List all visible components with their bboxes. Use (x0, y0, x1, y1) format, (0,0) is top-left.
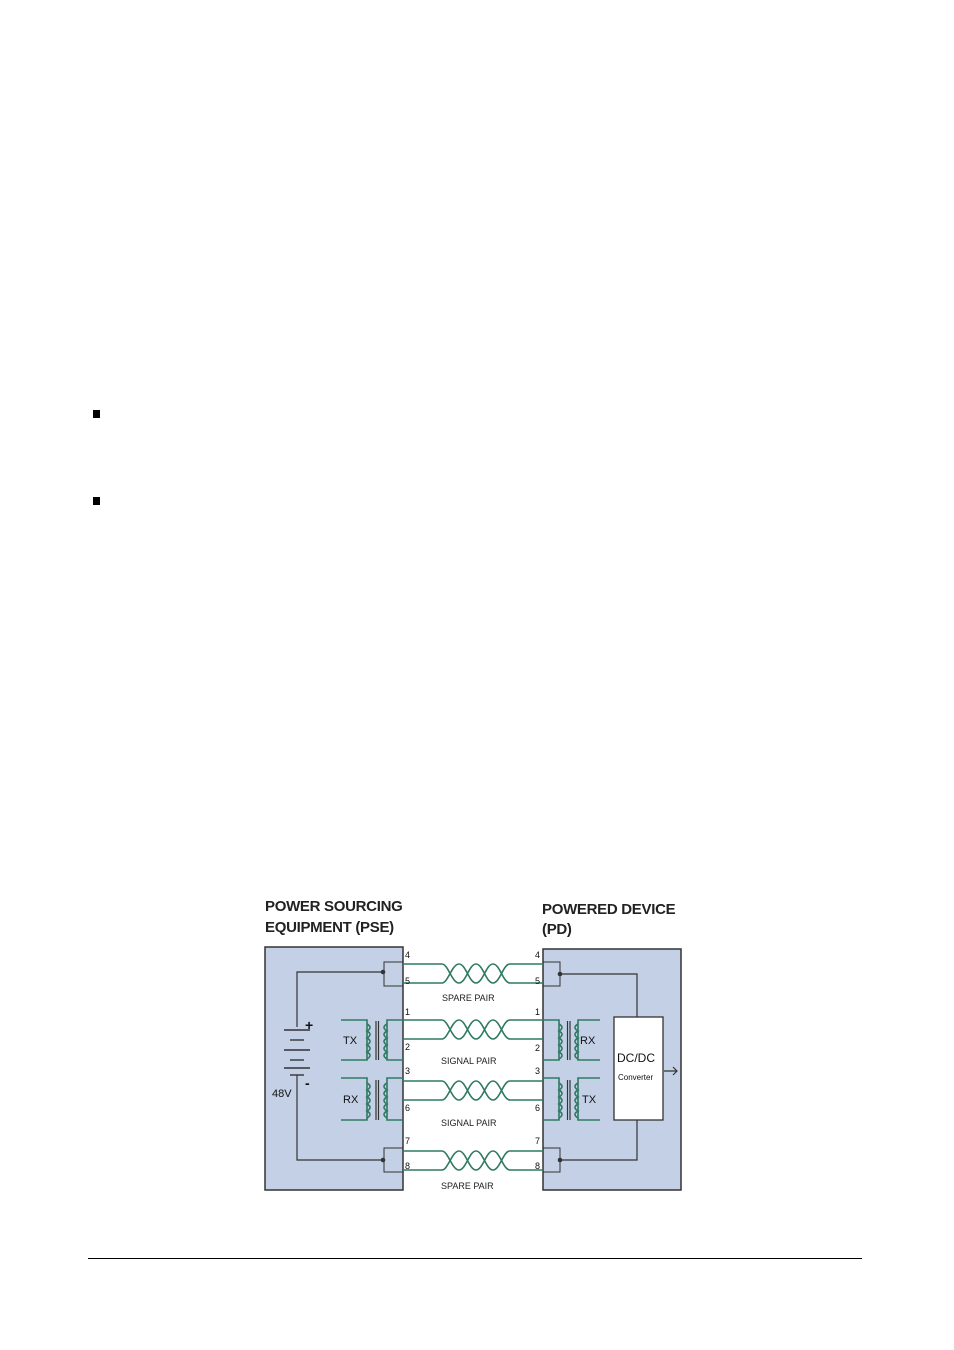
pd-power-wire-bottom (560, 1120, 638, 1161)
pd-title-line2: (PD) (542, 921, 572, 938)
bullet-marker (93, 497, 100, 505)
pse-pin-label: 2 (405, 1042, 410, 1052)
junction-dot (557, 971, 563, 977)
pd-pin-label: 7 (535, 1136, 540, 1146)
pse-pin-label: 8 (405, 1161, 410, 1171)
pse-rx-label: RX (343, 1094, 359, 1106)
pse-tx-transformer (341, 1019, 403, 1061)
pse-pin-label: 1 (405, 1007, 410, 1017)
pd-pin-label: 1 (535, 1007, 540, 1017)
spare-pair-top (403, 963, 543, 984)
signal-pair-rx (403, 1080, 543, 1101)
pd-pin-label: 2 (535, 1043, 540, 1053)
footer-rule (88, 1258, 862, 1259)
pd-pin-label: 3 (535, 1066, 540, 1076)
spare-pair-bottom (403, 1150, 543, 1171)
pse-pin-label: 7 (405, 1136, 410, 1146)
pd-tx-transformer (543, 1077, 600, 1121)
output-arrow-icon (664, 1066, 678, 1076)
junction-dot (380, 1157, 386, 1163)
pse-pin-label: 3 (405, 1066, 410, 1076)
converter-sublabel: Converter (618, 1073, 653, 1082)
converter-label: DC/DC (617, 1051, 655, 1065)
pd-pin-label: 8 (535, 1161, 540, 1171)
voltage-label: 48V (272, 1088, 292, 1100)
pair-label: SIGNAL PAIR (441, 1056, 497, 1066)
pair-label: SPARE PAIR (441, 1181, 494, 1191)
bullet-marker (93, 410, 100, 418)
battery-icon (284, 1029, 310, 1076)
pd-pin-label: 6 (535, 1103, 540, 1113)
pse-pin-label: 4 (405, 950, 410, 960)
pd-tx-label: TX (582, 1094, 597, 1106)
pse-rx-transformer (341, 1077, 403, 1121)
pse-title-line1: POWER SOURCING (265, 898, 402, 915)
junction-dot (380, 969, 386, 975)
pd-pin-label: 5 (535, 976, 540, 986)
pd-title-line1: POWERED DEVICE (542, 901, 676, 918)
dc-dc-converter (613, 1016, 664, 1121)
pse-tx-label: TX (343, 1035, 358, 1047)
battery-plus: + (305, 1017, 313, 1033)
pse-power-wire-bottom (296, 1075, 383, 1161)
signal-pair-tx (403, 1019, 543, 1040)
pd-rx-label: RX (580, 1035, 596, 1047)
pse-power-wire-top (296, 971, 383, 1027)
pair-label: SIGNAL PAIR (441, 1118, 497, 1128)
pse-pin-label: 5 (405, 976, 410, 986)
pd-power-wire-top (560, 973, 638, 1017)
battery-minus: - (305, 1075, 310, 1091)
pd-rx-transformer (543, 1019, 600, 1061)
pair-label: SPARE PAIR (442, 993, 495, 1003)
junction-dot (557, 1157, 563, 1163)
pse-title-line2: EQUIPMENT (PSE) (265, 919, 394, 936)
pse-pin-label: 6 (405, 1103, 410, 1113)
pd-pin-label: 4 (535, 950, 540, 960)
